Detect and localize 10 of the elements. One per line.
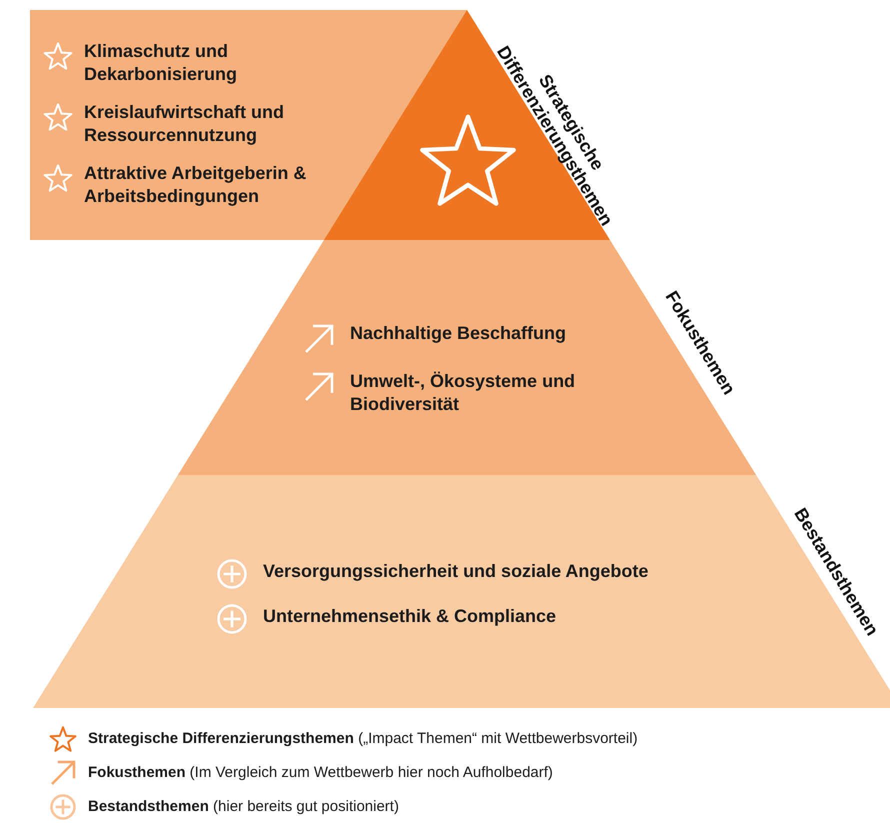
topic-text: Kreislaufwirtschaft und Ressourcennutzung [84,101,286,147]
legend-text: Fokusthemen (Im Vergleich zum Wettbewerb hier noch Aufholbedarf) [88,764,553,781]
topic-text: Klimaschutz und Dekarbonisierung [84,40,238,86]
topic-text: Umwelt-, Ökosysteme und Biodiversität [350,370,576,416]
topic-text: Attraktive Arbeitgeberin & Arbeitsbedingungen [84,162,308,208]
topic-text: Unternehmensethik & Compliance [263,605,558,628]
legend-text: Bestandsthemen (hier bereits gut positioniert) [88,798,399,815]
legend-text: Strategische Differenzierungsthemen („Impact Themen“ mit Wettbewerbsvorteil) [88,730,638,747]
topic-text: Versorgungssicherheit und soziale Angebote [263,560,650,583]
topic-text: Nachhaltige Beschaffung [350,322,568,345]
